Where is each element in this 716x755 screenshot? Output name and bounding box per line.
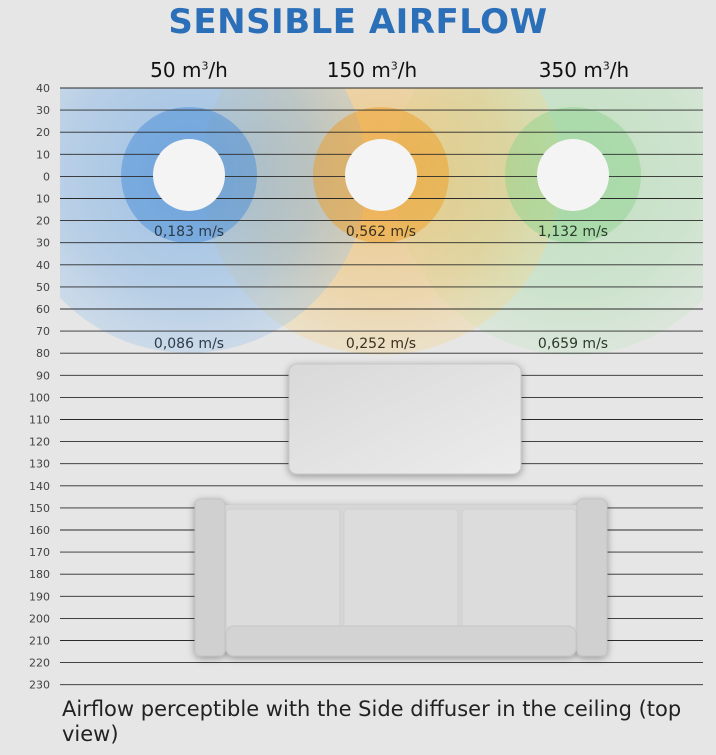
column-header-350: 350 m3/h <box>538 58 630 82</box>
y-tick-label: 10 <box>36 193 50 206</box>
y-tick-label: 180 <box>29 568 50 581</box>
speed-label-far-50: 0,086 m/s <box>154 336 224 352</box>
y-tick-label: 0 <box>43 170 50 183</box>
y-tick-label: 40 <box>36 82 50 95</box>
caption: Airflow perceptible with the Side diffus… <box>62 697 682 746</box>
y-tick-label: 190 <box>29 590 50 603</box>
y-axis-ticks: 4030201001020304050607080901001101201301… <box>29 82 50 692</box>
speed-label-far-150: 0,252 m/s <box>346 336 416 352</box>
y-tick-label: 130 <box>29 458 50 471</box>
y-tick-label: 30 <box>36 104 50 117</box>
y-tick-label: 140 <box>29 480 50 493</box>
diffuser-icon <box>537 139 609 211</box>
sofa-icon <box>194 498 608 657</box>
y-tick-label: 20 <box>36 126 50 139</box>
speed-label-near-350: 1,132 m/s <box>538 224 608 240</box>
y-tick-label: 10 <box>36 148 50 161</box>
y-tick-label: 30 <box>36 237 50 250</box>
y-tick-label: 170 <box>29 546 50 559</box>
y-tick-label: 150 <box>29 502 50 515</box>
y-tick-label: 110 <box>29 414 50 427</box>
speed-label-near-150: 0,562 m/s <box>346 224 416 240</box>
y-tick-label: 20 <box>36 215 50 228</box>
y-tick-label: 220 <box>29 657 50 670</box>
y-tick-label: 200 <box>29 612 50 625</box>
y-tick-label: 100 <box>29 391 50 404</box>
speed-label-far-350: 0,659 m/s <box>538 336 608 352</box>
table-icon <box>288 363 522 475</box>
column-header-150: 150 m3/h <box>326 58 418 82</box>
y-tick-label: 120 <box>29 436 50 449</box>
diffuser-icon <box>153 139 225 211</box>
y-tick-label: 60 <box>36 303 50 316</box>
y-tick-label: 80 <box>36 347 50 360</box>
speed-label-near-50: 0,183 m/s <box>154 224 224 240</box>
column-header-50: 50 m3/h <box>150 58 228 82</box>
y-tick-label: 50 <box>36 281 50 294</box>
page-title: SENSIBLE AIRFLOW <box>168 2 548 42</box>
y-tick-label: 230 <box>29 679 50 692</box>
y-tick-label: 90 <box>36 369 50 382</box>
y-tick-label: 160 <box>29 524 50 537</box>
diffuser-icon <box>345 139 417 211</box>
y-tick-label: 70 <box>36 325 50 338</box>
y-tick-label: 40 <box>36 259 50 272</box>
y-tick-label: 210 <box>29 635 50 648</box>
